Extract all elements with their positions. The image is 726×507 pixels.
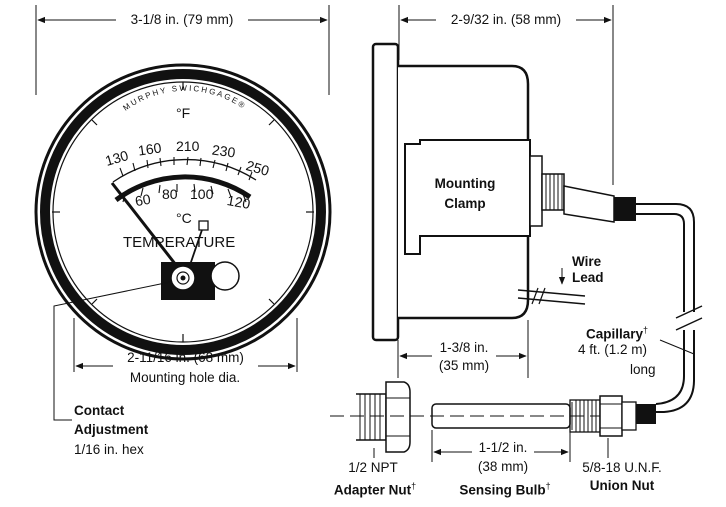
bulb-length-1: 1-1/2 in.: [478, 440, 528, 455]
union-size: 5/8-18 U.N.F.: [582, 460, 662, 475]
gauge-side-view: [371, 5, 703, 413]
capillary-dagger: †: [643, 325, 649, 335]
wire-label-2: Lead: [572, 270, 604, 285]
contact-adjustment-title-2: Adjustment: [74, 422, 149, 437]
clamp-depth-2: (35 mm): [438, 358, 490, 373]
scale-f-label: 230: [211, 141, 237, 161]
scale-c-label: 80: [162, 186, 178, 202]
depth-label: 2-9/32 in. (58 mm): [450, 12, 562, 27]
contact-adjustment-title: Contact: [74, 403, 125, 418]
clamp-label-1: Mounting: [434, 176, 496, 191]
gauge-front-view: [34, 5, 332, 421]
overall-width-label: 3-1/8 in. (79 mm): [130, 12, 234, 27]
adapter-title: Adapter Nut†: [316, 478, 434, 499]
bulb-dagger: †: [545, 481, 551, 491]
bulb-title-text: Sensing Bulb: [459, 482, 546, 498]
clamp-label-2: Clamp: [444, 196, 486, 211]
celsius-unit: °C: [176, 210, 192, 226]
mount-hole-sub: Mounting hole dia.: [129, 370, 241, 385]
mount-hole-label: 2-11/16 in. (68 mm): [127, 350, 244, 365]
capillary-length: 4 ft. (1.2 m): [578, 342, 648, 357]
adapter-title-text: Adapter Nut: [333, 482, 412, 498]
adapter-dagger: †: [411, 481, 417, 491]
clamp-depth-1: 1-3/8 in.: [439, 340, 489, 355]
scale-f-label: 160: [137, 139, 163, 159]
capillary-title-text: Capillary: [586, 326, 644, 342]
temperature-word: TEMPERATURE: [123, 234, 236, 251]
bulb-title: Sensing Bulb†: [446, 478, 564, 499]
wire-label-1: Wire: [572, 254, 602, 269]
scale-c-label: 100: [190, 186, 214, 202]
union-title: Union Nut: [589, 478, 655, 493]
fahrenheit-unit: °F: [176, 105, 191, 121]
scale-f-label: 210: [176, 138, 200, 154]
bulb-assembly: [330, 381, 656, 462]
scale-c-label: 60: [133, 190, 152, 210]
bulb-length-2: (38 mm): [477, 459, 529, 474]
capillary-title: Capillary†: [586, 322, 648, 343]
capillary-sub: long: [630, 362, 656, 377]
contact-adjustment-detail: 1/16 in. hex: [74, 442, 144, 457]
adapter-size: 1/2 NPT: [348, 460, 398, 475]
